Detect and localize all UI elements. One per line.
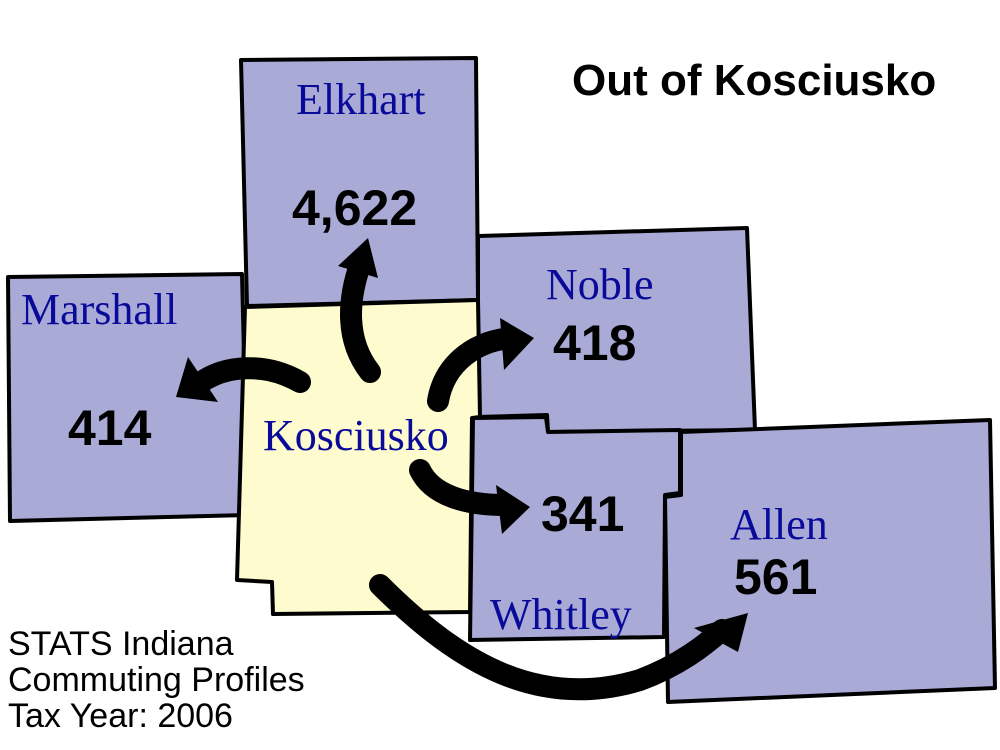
allen-commuters: 561 [734,549,818,605]
source-line-1: STATS Indiana [8,625,234,663]
arrow-to-marshall-icon [176,357,311,402]
arrow-to-allen-icon [369,574,748,701]
kosciusko-label: Kosciusko [263,411,449,460]
noble-label: Noble [546,260,654,309]
whitley-commuters: 341 [541,486,625,542]
elkhart-label: Elkhart [296,75,426,124]
whitley-label: Whitley [490,590,632,639]
source-note: STATS Indiana Commuting Profiles Tax Yea… [8,626,305,734]
arrow-to-elkhart-icon [338,238,381,383]
allen-county-shape [663,418,997,704]
marshall-commuters: 414 [68,400,152,456]
elkhart-commuters: 4,622 [292,180,418,236]
map-title: Out of Kosciusko [572,56,937,105]
allen-label: Allen [730,500,828,549]
noble-commuters: 418 [553,315,637,371]
source-line-2: Commuting Profiles [8,661,305,699]
source-line-3: Tax Year: 2006 [8,697,233,735]
arrow-to-noble-icon [427,318,534,412]
marshall-label: Marshall [21,285,178,334]
arrow-to-whitley-icon [409,459,530,534]
